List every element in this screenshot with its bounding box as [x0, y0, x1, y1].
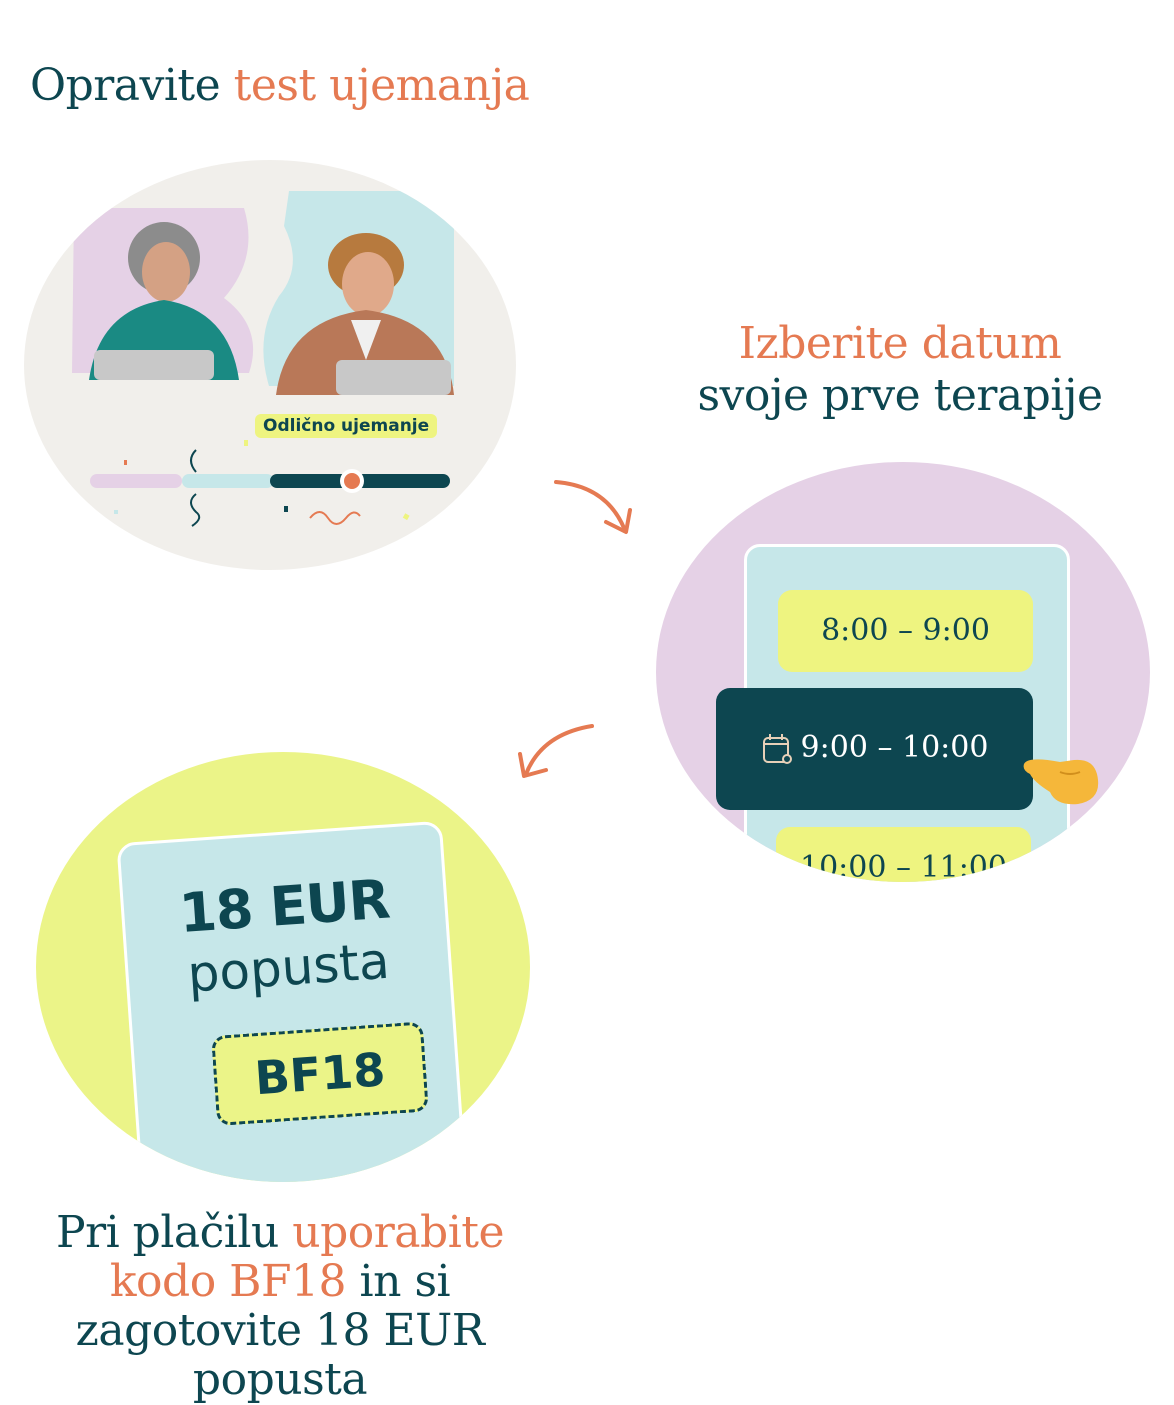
coupon-code: BF18 — [211, 1021, 429, 1127]
curved-arrow-icon — [554, 480, 632, 534]
man-avatar — [276, 233, 454, 395]
calendar-icon — [762, 734, 792, 764]
match-test-illustration: Odlično ujemanje — [24, 160, 516, 570]
coupon-card: 18 EUR popusta BF18 — [116, 820, 472, 1182]
time-slot-selected[interactable]: 9:00 – 10:00 — [716, 688, 1033, 810]
match-slider — [90, 440, 450, 527]
match-badge: Odlično ujemanje — [255, 414, 438, 438]
woman-avatar — [89, 222, 239, 380]
step3-title-part1: Pri plačilu — [55, 1207, 279, 1258]
time-slot[interactable]: 10:00 – 11:00 — [776, 827, 1031, 882]
step3-title: Pri plačilu uporabite kodo BF18 in si za… — [20, 1208, 540, 1404]
step2-title-line2: svoje prve terapije — [697, 370, 1103, 421]
coupon-illustration: 18 EUR popusta BF18 — [36, 752, 530, 1182]
step2-title: Izberite datum svoje prve terapije — [640, 318, 1160, 422]
curved-arrow-icon — [518, 724, 594, 778]
step1-title-part2: test ujemanja — [233, 60, 530, 111]
step1-title-part1: Opravite — [30, 60, 221, 111]
date-picker-illustration: 8:00 – 9:00 9:00 – 10:00 10:00 – 11:00 — [656, 462, 1150, 882]
time-slot[interactable]: 8:00 – 9:00 — [778, 590, 1033, 672]
step1-title: Opravite test ujemanja — [30, 58, 530, 114]
step3-title-part2: uporabite kodo BF18 — [109, 1207, 505, 1307]
pointing-hand-icon — [1023, 759, 1099, 805]
step3-title-part3: in si zagotovite 18 EUR popusta — [75, 1256, 485, 1405]
step2-title-line1: Izberite datum — [738, 318, 1062, 369]
time-slot-selected-label: 9:00 – 10:00 — [800, 730, 989, 765]
